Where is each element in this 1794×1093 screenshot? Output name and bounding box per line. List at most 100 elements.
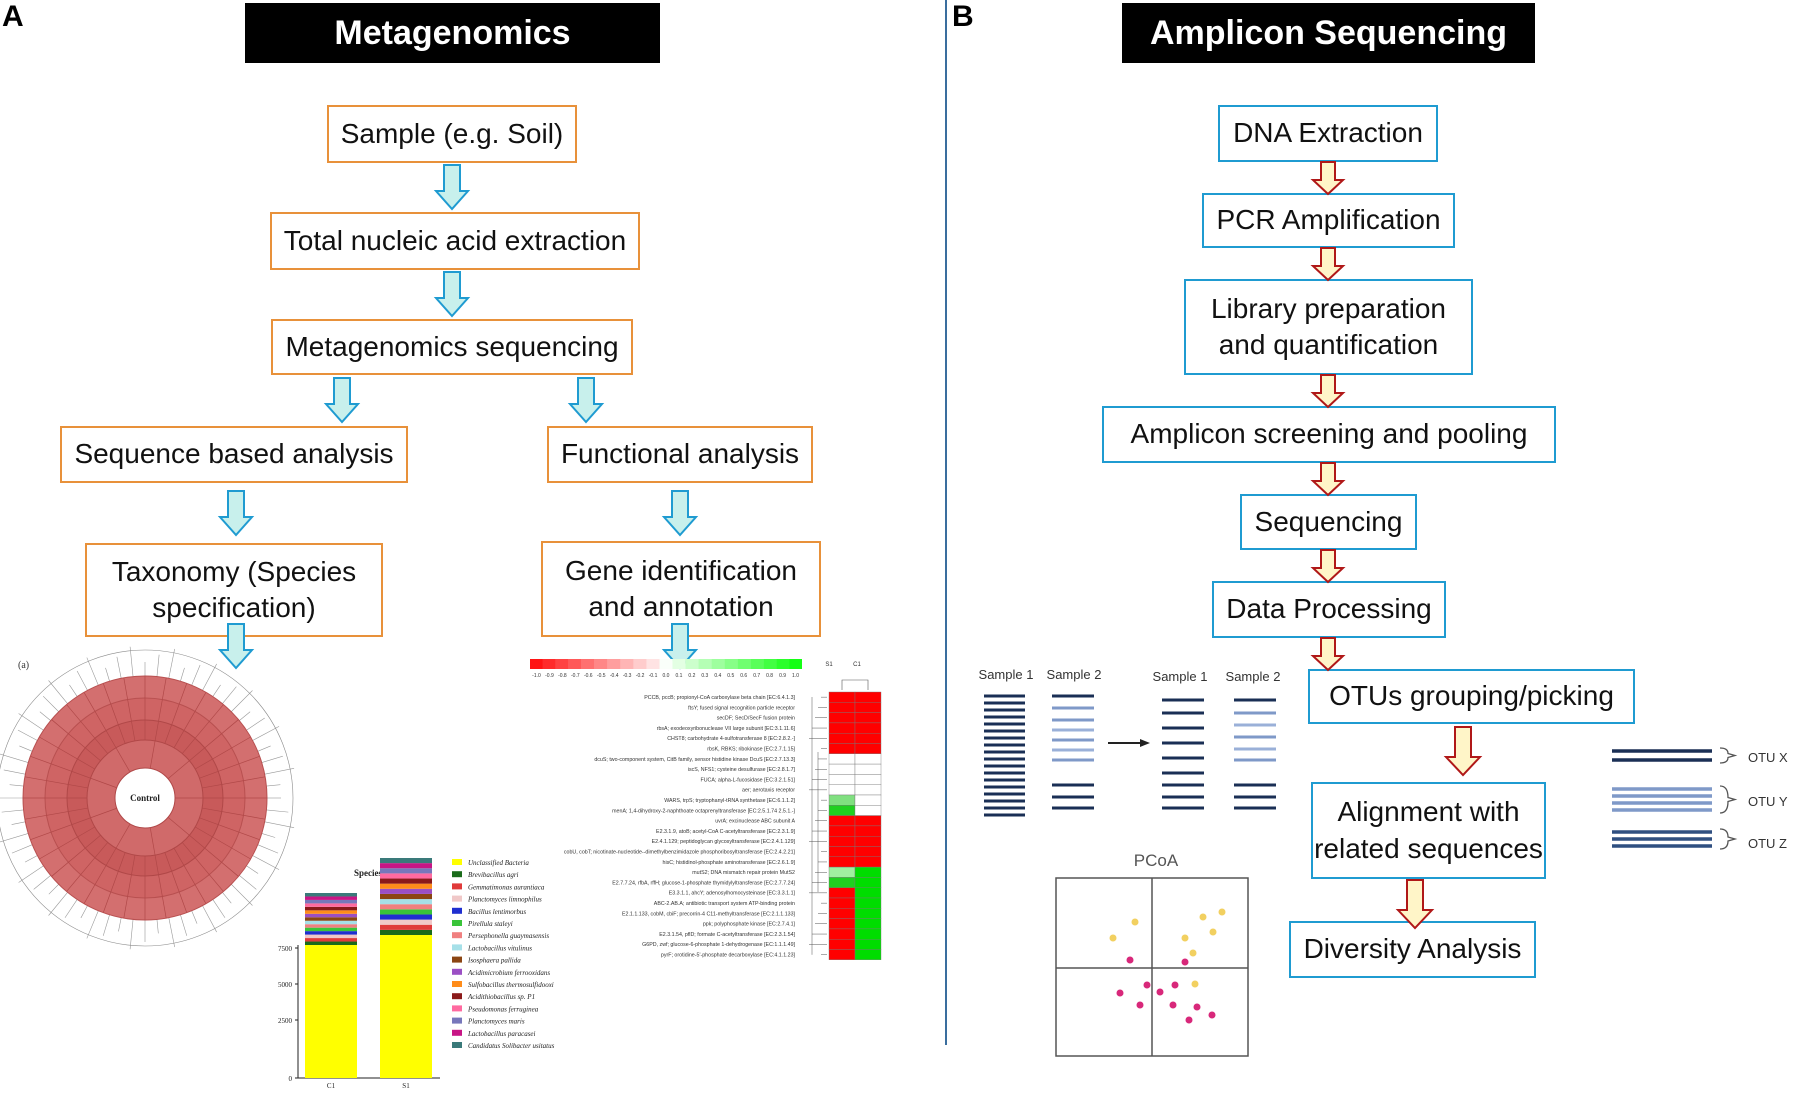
heatmap-cell: [854, 928, 882, 940]
krona-segment: [24, 807, 88, 820]
heatmap-cell: [828, 691, 856, 703]
otu-label-z: OTU Z: [1748, 836, 1787, 851]
scale-swatch: [633, 659, 647, 669]
arrow-a5: [219, 490, 253, 536]
krona-spoke: [76, 670, 88, 691]
scale-swatch: [620, 659, 634, 669]
otu-brace: [1719, 747, 1738, 764]
bar-segment: [380, 868, 432, 874]
krona-segment: [202, 807, 266, 820]
krona-spoke: [264, 768, 295, 775]
bar-category-label: C1: [327, 1082, 336, 1090]
scale-swatch: [685, 659, 699, 669]
krona-segment: [195, 736, 251, 770]
box-functional-analysis: Functional analysis: [547, 426, 813, 483]
scale-swatch: [763, 659, 777, 669]
heatmap-cell: [854, 805, 882, 816]
heatmap-cell: [828, 794, 856, 806]
scale-tick-label: 0.8: [766, 673, 773, 679]
heatmap-cell: [854, 784, 882, 796]
heatmap-row-label: menA; 1,4-dihydroxy-2-naphthoate octapre…: [612, 808, 795, 814]
krona-spoke: [239, 875, 257, 890]
box-dna-extraction: DNA Extraction: [1218, 105, 1438, 162]
heatmap-cell: [828, 856, 856, 868]
box-sequencing: Sequencing: [1240, 494, 1417, 550]
sample-label-4: Sample 2: [1226, 669, 1281, 684]
heatmap-row-label: ftsY; fused signal recognition particle …: [688, 705, 795, 711]
bar-segment: [380, 878, 432, 884]
scale-swatch: [607, 659, 621, 669]
scale-swatch: [724, 659, 738, 669]
scale-tick-label: 0.4: [714, 673, 721, 679]
heatmap-cell: [854, 825, 882, 837]
legend-swatch: [452, 993, 462, 1000]
heatmap-cell: [854, 743, 882, 755]
krona-segment: [30, 807, 117, 841]
krona-segment: [167, 817, 239, 877]
krona-spoke: [64, 899, 78, 918]
scale-swatch: [646, 659, 660, 669]
krona-spoke: [191, 664, 201, 686]
scale-tick-label: -1.0: [532, 673, 541, 679]
krona-spoke: [80, 905, 88, 919]
pcoa-point: [1193, 1003, 1201, 1011]
heatmap-cell: [854, 866, 882, 878]
pcoa-point: [1191, 980, 1199, 988]
sample-label-1: Sample 1: [979, 667, 1034, 682]
krona-spoke: [222, 892, 232, 904]
bar-segment: [305, 917, 357, 921]
legend-swatch: [452, 883, 462, 890]
heatmap-row-label: E3.3.1.1, ahcY; adenosylhomocysteinase […: [669, 891, 796, 897]
heatmap-row-label: ppk; polyphosphate kinase [EC:2.7.4.1]: [703, 922, 796, 928]
arrow-b6: [1312, 637, 1344, 671]
sample-label-3: Sample 1: [1153, 669, 1208, 684]
pcoa-point: [1116, 989, 1124, 997]
krona-spoke: [168, 917, 175, 948]
bar-segment: [305, 910, 357, 914]
arrow-a2: [435, 271, 469, 317]
bar-segment: [380, 893, 432, 900]
krona-spoke: [266, 784, 281, 787]
legend-entry: Gemmatimonas aurantiaca: [468, 883, 545, 891]
krona-segment: [199, 817, 260, 841]
krona-segment: [66, 704, 108, 754]
scale-tick-label: -0.5: [597, 673, 606, 679]
box-sample: Sample (e.g. Soil): [327, 105, 577, 163]
pcoa-point: [1189, 949, 1197, 957]
krona-spoke: [17, 729, 38, 741]
pcoa-point: [1209, 928, 1217, 936]
scale-tick-label: 0.2: [688, 673, 695, 679]
heatmap-cell: [828, 897, 856, 909]
bar-segment: [305, 934, 357, 939]
heatmap-cell: [854, 753, 882, 765]
bar-segment: [380, 919, 432, 925]
krona-spoke: [129, 646, 134, 677]
legend-swatch: [452, 968, 462, 975]
scale-tick-label: -0.2: [636, 673, 645, 679]
pcoa-point: [1126, 956, 1134, 964]
bar-segment: [380, 909, 432, 915]
krona-spoke: [222, 686, 237, 704]
box-gene-identification: Gene identification and annotation: [541, 541, 821, 637]
box-otus-grouping: OTUs grouping/picking: [1308, 669, 1635, 724]
scale-tick-label: -0.4: [610, 673, 619, 679]
heatmap-row-label: mutS2; DNA mismatch repair protein MutS2: [692, 870, 795, 876]
krona-segment: [195, 826, 251, 860]
bar-ytick-label: 7500: [278, 945, 293, 953]
krona-segment: [102, 852, 126, 913]
bar-segment: [305, 931, 357, 935]
krona-spoke: [33, 875, 51, 890]
legend-entry: Pirellula staleyi: [467, 920, 513, 928]
bar-segment: [380, 883, 432, 889]
krona-spoke: [156, 654, 160, 677]
heatmap-cell: [854, 949, 882, 961]
heatmap-cell: [828, 774, 856, 785]
heatmap-row-label: iscS, NFS1; cysteine desulfurase [EC:2.8…: [688, 767, 796, 773]
krona-segment: [182, 704, 224, 754]
bar-chart-title: Species: [354, 868, 382, 878]
pcoa-title: PCoA: [1134, 851, 1179, 870]
krona-spoke: [156, 919, 159, 934]
bar-segment: [380, 873, 432, 879]
krona-segment: [83, 692, 131, 773]
